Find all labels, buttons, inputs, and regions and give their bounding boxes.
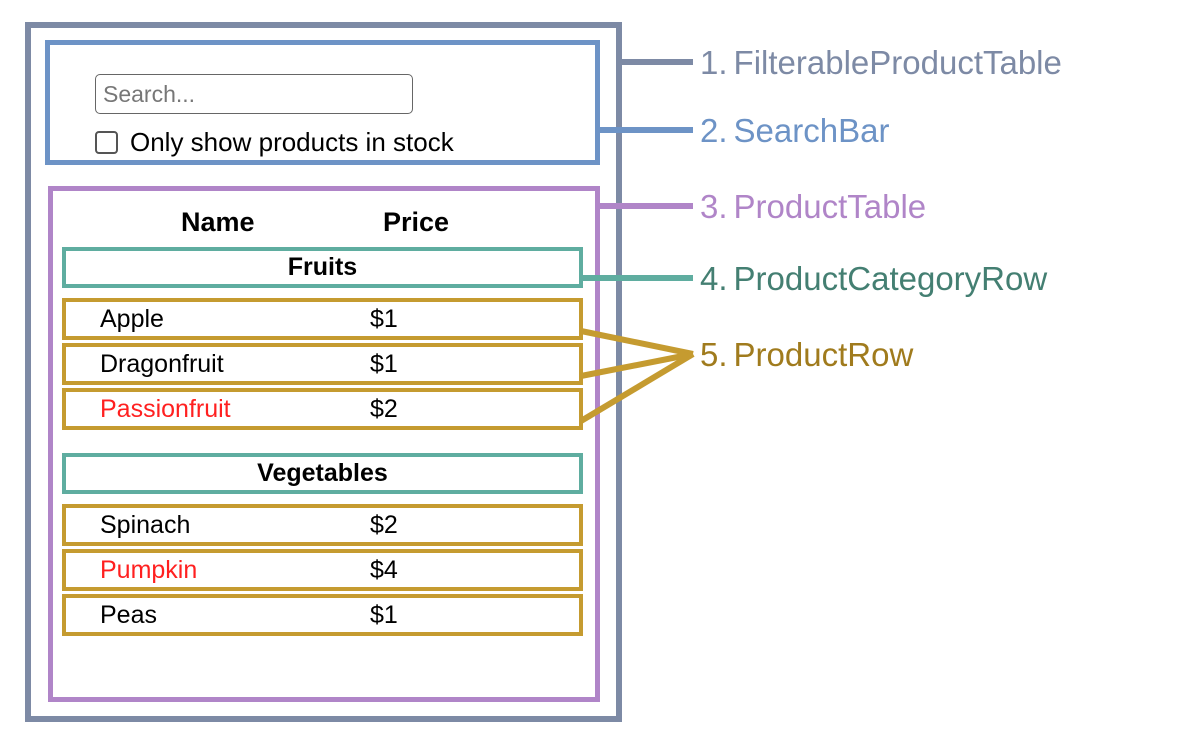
product-row: Spinach $2 xyxy=(62,504,583,546)
product-row: Dragonfruit $1 xyxy=(62,343,583,385)
product-category-row: Vegetables xyxy=(62,453,583,494)
annotation-text: SearchBar xyxy=(733,112,890,149)
annotation-text: ProductRow xyxy=(733,336,914,373)
annotation-text: ProductTable xyxy=(733,188,927,225)
column-header-name: Name xyxy=(181,207,255,237)
product-price: $1 xyxy=(370,601,398,629)
product-row: Passionfruit $2 xyxy=(62,388,583,430)
product-name: Peas xyxy=(100,601,157,629)
product-category-row: Fruits xyxy=(62,247,583,288)
only-in-stock-label: Only show products in stock xyxy=(130,127,454,157)
annotation-label-product-table: 3.ProductTable xyxy=(700,190,926,223)
product-row: Peas $1 xyxy=(62,594,583,636)
search-input[interactable] xyxy=(95,74,413,114)
product-name: Pumpkin xyxy=(100,556,198,584)
annotation-number: 3. xyxy=(700,188,728,225)
product-table-frame: Name Price Fruits Apple $1 Dragonfruit $… xyxy=(48,186,600,702)
product-price: $1 xyxy=(370,305,398,333)
search-bar-frame: Only show products in stock xyxy=(45,40,600,165)
product-price: $2 xyxy=(370,511,398,539)
product-name: Apple xyxy=(100,305,164,333)
annotation-number: 5. xyxy=(700,336,728,373)
only-in-stock-checkbox[interactable] xyxy=(95,130,118,154)
product-table-header: Name Price xyxy=(53,199,595,245)
product-category-label: Vegetables xyxy=(257,459,388,487)
annotation-number: 2. xyxy=(700,112,728,149)
product-row: Apple $1 xyxy=(62,298,583,340)
product-price: $4 xyxy=(370,556,398,584)
product-category-label: Fruits xyxy=(287,253,358,281)
product-price: $2 xyxy=(370,395,398,423)
annotation-label-filterable-product-table: 1.FilterableProductTable xyxy=(700,46,1062,79)
product-name: Passionfruit xyxy=(100,395,231,423)
stock-filter-row[interactable]: Only show products in stock xyxy=(95,129,454,155)
product-price: $1 xyxy=(370,350,398,378)
product-name: Dragonfruit xyxy=(100,350,224,378)
product-name: Spinach xyxy=(100,511,191,539)
annotation-label-product-row: 5.ProductRow xyxy=(700,338,913,371)
annotation-label-product-category-row: 4.ProductCategoryRow xyxy=(700,262,1047,295)
annotation-text: ProductCategoryRow xyxy=(733,260,1048,297)
product-row: Pumpkin $4 xyxy=(62,549,583,591)
annotation-number: 1. xyxy=(700,44,728,81)
annotation-text: FilterableProductTable xyxy=(733,44,1062,81)
annotation-number: 4. xyxy=(700,260,728,297)
annotation-label-search-bar: 2.SearchBar xyxy=(700,114,889,147)
column-header-price: Price xyxy=(383,207,450,237)
